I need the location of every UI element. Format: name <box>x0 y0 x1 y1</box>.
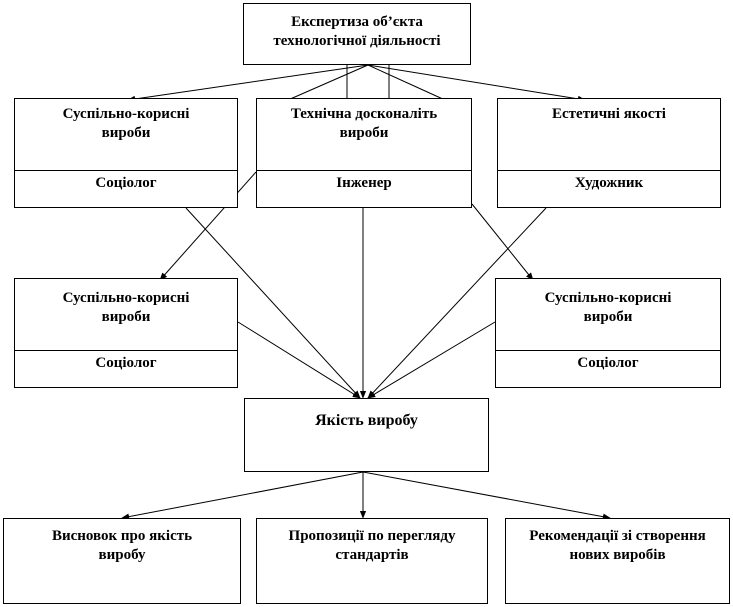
node-divider <box>257 170 471 171</box>
node-social-useful-1-title: Суспільно-корисні вироби <box>62 106 190 141</box>
node-social-useful-3-title: Суспільно-корисні вироби <box>544 290 672 325</box>
node-new-products-recommendations-label: Рекомендації зі створення нових виробів <box>529 528 706 563</box>
node-aesthetic-qualities: Естетичні якості Художник <box>497 98 721 208</box>
edge-top-to-row1-left <box>127 64 369 103</box>
edge-row1-left-to-quality <box>185 207 361 399</box>
node-standards-proposals-label: Пропозиції по перегляду стандартів <box>288 528 456 563</box>
node-social-useful-3: Суспільно-корисні вироби Соціолог <box>495 278 721 388</box>
node-aesthetic-qualities-role: Художник <box>574 175 644 191</box>
node-divider <box>15 170 237 171</box>
edge-row1-center-to-row2-right <box>471 203 534 281</box>
edge-row1-center-to-row2-left <box>159 171 257 281</box>
node-social-useful-3-role: Соціолог <box>577 355 639 371</box>
node-divider <box>498 170 720 171</box>
edge-quality-to-out-right <box>362 471 611 520</box>
node-quality-conclusion-label: Висновок про якість виробу <box>51 528 193 563</box>
edge-top-to-row1-right <box>367 64 586 103</box>
node-social-useful-2-role: Соціолог <box>95 355 157 371</box>
edge-quality-to-out-left <box>121 471 364 520</box>
node-technical-perfection: Технічна досконаліть вироби Інженер <box>256 98 472 208</box>
node-social-useful-1-role: Соціолог <box>95 175 157 191</box>
edge-row2-left-to-quality <box>237 321 361 399</box>
node-technical-perfection-title: Технічна досконаліть вироби <box>290 106 438 141</box>
node-social-useful-2: Суспільно-корисні вироби Соціолог <box>14 278 238 388</box>
edge-top-diag-right <box>367 64 446 101</box>
node-standards-proposals: Пропозиції по перегляду стандартів <box>256 518 488 604</box>
node-divider <box>496 350 720 351</box>
node-aesthetic-qualities-title: Естетичні якості <box>552 106 666 122</box>
node-quality-conclusion: Висновок про якість виробу <box>3 518 241 604</box>
edge-row2-right-to-quality <box>367 321 496 399</box>
node-product-quality-label: Якість виробу <box>315 412 418 429</box>
node-technical-perfection-role: Інженер <box>336 175 392 191</box>
node-social-useful-1: Суспільно-корисні вироби Соціолог <box>14 98 238 208</box>
node-social-useful-2-title: Суспільно-корисні вироби <box>62 290 190 325</box>
node-expertise-label: Експертиза об’єкта технологічної діяльно… <box>273 14 441 49</box>
node-product-quality: Якість виробу <box>244 398 489 472</box>
edge-row1-right-to-quality <box>367 207 547 399</box>
node-new-products-recommendations: Рекомендації зі створення нових виробів <box>505 518 730 604</box>
node-expertise: Експертиза об’єкта технологічної діяльно… <box>243 3 471 65</box>
node-divider <box>15 350 237 351</box>
edge-top-diag-left <box>287 64 369 101</box>
